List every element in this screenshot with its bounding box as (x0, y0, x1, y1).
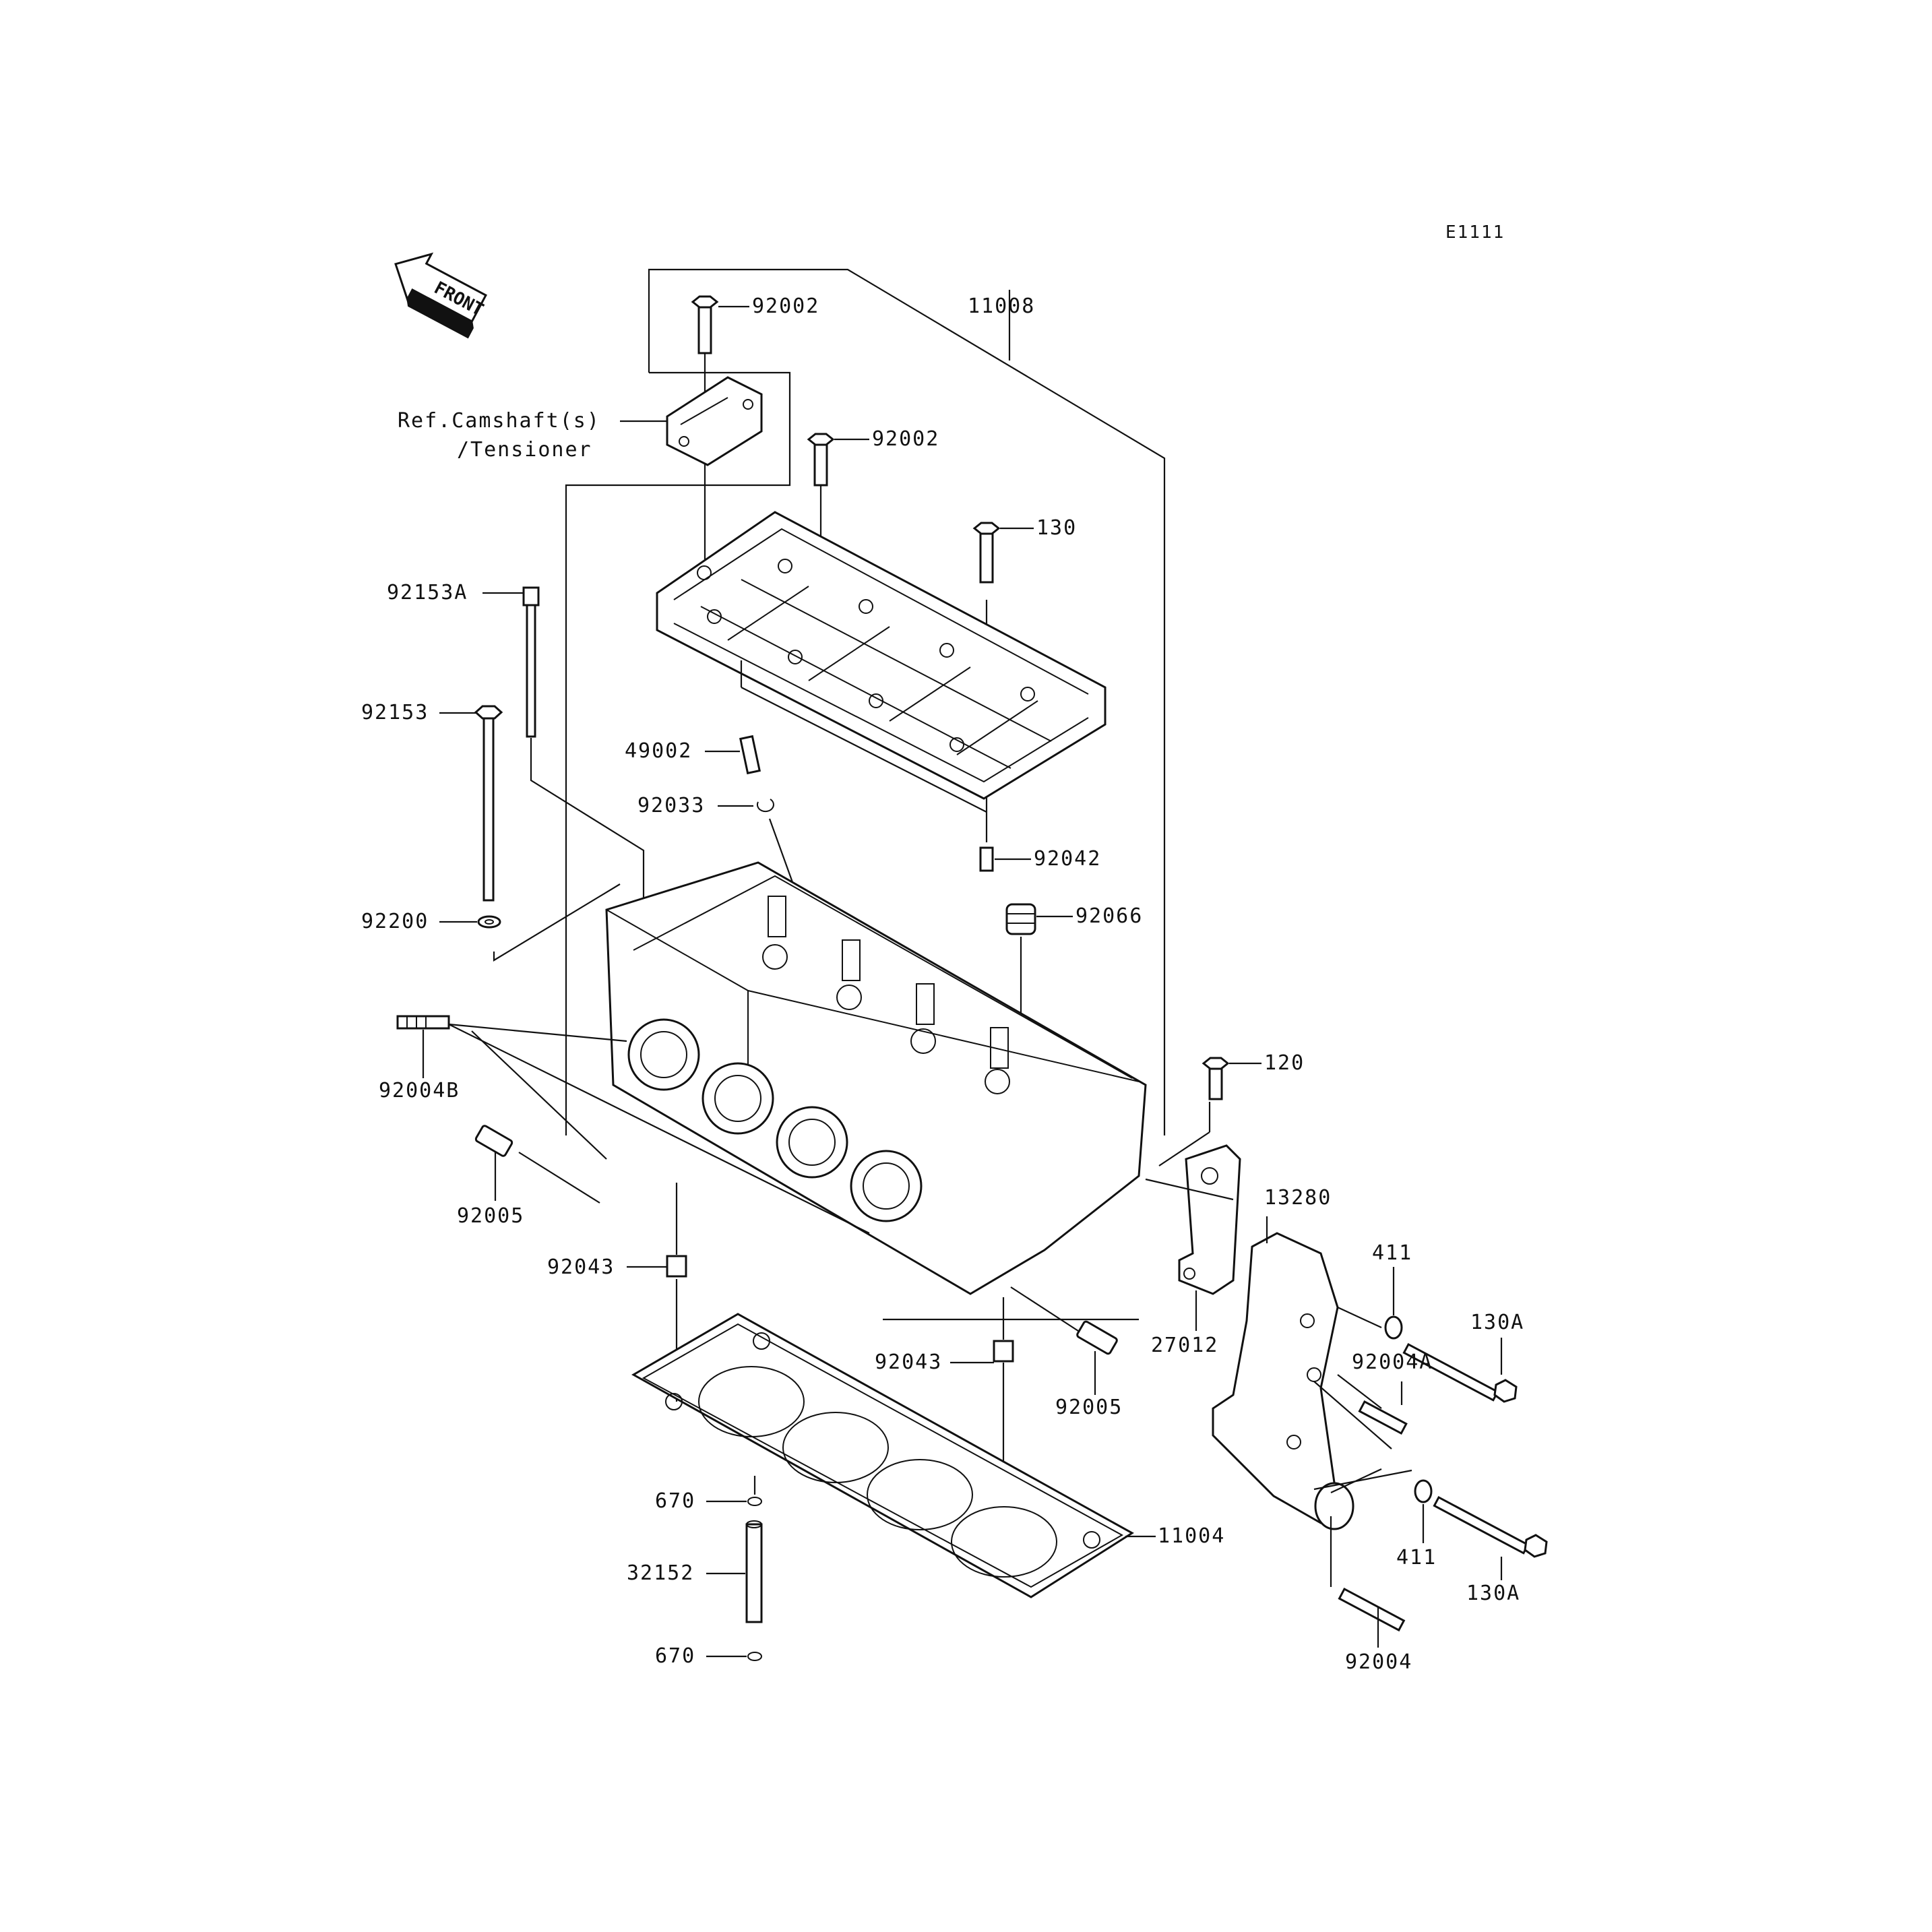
bolt-92002-top (691, 295, 749, 586)
label-130: 130 (1036, 516, 1078, 540)
o-ring-670-top (706, 1476, 762, 1506)
camshaft-holder (656, 511, 1107, 813)
stud-92004 (1330, 1516, 1406, 1648)
label-130A-bottom: 130A (1466, 1582, 1521, 1605)
label-670-bottom: 670 (655, 1644, 696, 1668)
dowel-92043-left (627, 1183, 687, 1402)
label-92002-mid: 92002 (872, 427, 940, 451)
bolt-92002-mid (807, 433, 869, 549)
stud-92004B (396, 1015, 870, 1234)
valve-guide-49002 (705, 735, 761, 775)
label-49002: 49002 (625, 739, 693, 763)
label-92200: 92200 (361, 910, 429, 933)
group-bracket-11008 (565, 268, 1166, 1135)
bolt-130 (972, 522, 1034, 842)
bolt-120 (1158, 1057, 1261, 1166)
camshaft-cap-bracket (620, 376, 763, 466)
label-92004B: 92004B (379, 1079, 460, 1102)
pipe-32152 (706, 1520, 763, 1623)
label-92005-right: 92005 (1055, 1396, 1123, 1419)
label-411-top: 411 (1372, 1241, 1413, 1265)
label-120: 120 (1264, 1051, 1305, 1075)
engine-mount-13280 (1212, 1216, 1412, 1530)
head-gasket-11004 (631, 1313, 1156, 1598)
label-92066: 92066 (1076, 904, 1144, 928)
fitting-92005-left (474, 1125, 600, 1204)
o-ring-670-bottom (706, 1652, 762, 1661)
washer-92200 (439, 883, 621, 962)
label-92153A: 92153A (387, 581, 468, 604)
label-92043-right: 92043 (875, 1350, 943, 1374)
label-32152: 32152 (627, 1561, 695, 1585)
reference-note-line1: Ref.Camshaft(s) (398, 409, 600, 433)
label-27012: 27012 (1151, 1334, 1219, 1357)
bracket-plate-27012 (1145, 1144, 1241, 1331)
washer-411-bottom (1414, 1479, 1433, 1543)
label-92002-top: 92002 (752, 294, 820, 318)
label-11008: 11008 (968, 294, 1036, 318)
label-92042: 92042 (1034, 847, 1102, 871)
washer-411-top (1384, 1267, 1403, 1340)
label-11004: 11004 (1158, 1524, 1226, 1548)
bolt-92153 (439, 705, 503, 902)
label-92043-left: 92043 (547, 1255, 615, 1279)
label-92033: 92033 (637, 794, 706, 817)
stud-92004A (1358, 1381, 1408, 1435)
label-92005-left: 92005 (457, 1204, 525, 1228)
front-arrow-icon: FRONT (394, 252, 487, 339)
bolt-130A-top (1402, 1338, 1518, 1403)
bolt-130A-bottom (1433, 1495, 1548, 1580)
cylinder-head (605, 861, 1147, 1295)
label-670-top: 670 (655, 1489, 696, 1513)
label-13280: 13280 (1264, 1186, 1332, 1210)
bolt-92153A (482, 586, 645, 903)
label-92004: 92004 (1345, 1650, 1413, 1674)
label-92153: 92153 (361, 701, 429, 724)
reference-note-line2: /Tensioner (457, 438, 592, 462)
label-92004A: 92004A (1352, 1350, 1433, 1374)
label-130A-top: 130A (1470, 1311, 1525, 1334)
label-411-bottom: 411 (1396, 1546, 1437, 1569)
dowel-92042 (979, 846, 1031, 872)
fitting-92005-right (1010, 1286, 1118, 1395)
diagram-code: E1111 (1445, 222, 1505, 243)
